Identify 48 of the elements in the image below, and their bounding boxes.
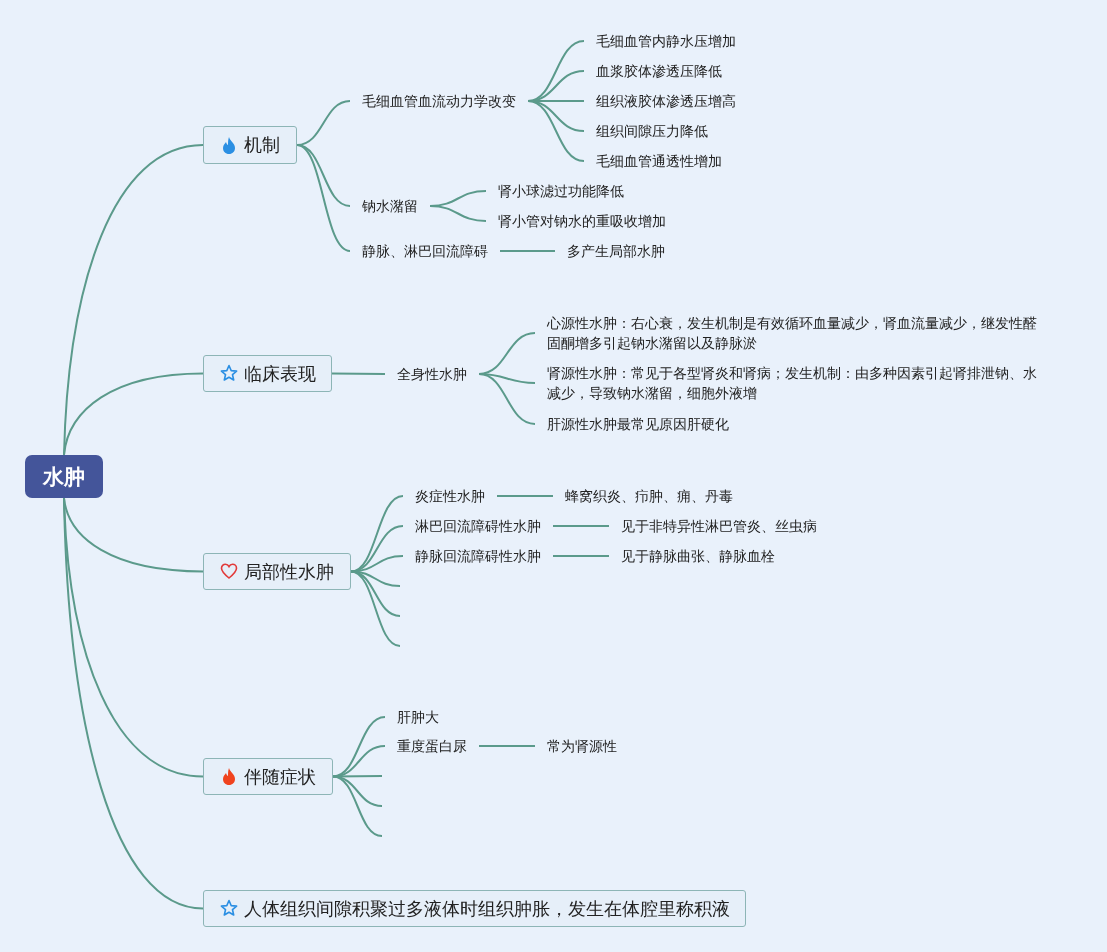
branch-line — [332, 775, 383, 837]
branch-text: 炎症性水肿 — [415, 487, 485, 506]
branch-text: 肝源性水肿最常见原因肝硬化 — [547, 415, 729, 434]
branch-line — [478, 745, 536, 747]
branch-text: 心源性水肿：右心衰，发生机制是有效循环血量减少，肾血流量减少，继发性醛固酮增多引起钠水潴留以及静脉淤 — [547, 314, 1038, 353]
branch-line — [527, 100, 585, 162]
branch-text: 毛细血管血流动力学改变 — [362, 92, 516, 111]
topic-box — [203, 890, 746, 927]
branch-line — [429, 205, 487, 222]
topic-text: 局部性水肿 — [244, 559, 334, 584]
branch-text: 重度蛋白尿 — [397, 737, 467, 756]
branch-text: 静脉回流障碍性水肿 — [415, 547, 541, 566]
root-topic-box — [25, 455, 103, 498]
branch-text: 淋巴回流障碍性水肿 — [415, 517, 541, 536]
topic-box — [203, 758, 333, 795]
branch-line — [478, 373, 536, 425]
branch-text: 肝肿大 — [397, 708, 439, 727]
branch-text: 肾小管对钠水的重吸收增加 — [498, 212, 666, 231]
branch-text: 肾源性水肿：常见于各型肾炎和肾病；发生机制：由多种因素引起肾排泄钠、水减少，导致钠水潴留，细胞外液增 — [547, 364, 1038, 403]
branch-text: 见于静脉曲张、静脉血栓 — [621, 547, 775, 566]
branch-text: 毛细血管内静水压增加 — [596, 32, 736, 51]
topic-box — [203, 126, 297, 164]
branch-text: 常为肾源性 — [547, 737, 617, 756]
branch-text: 多产生局部水肿 — [567, 242, 665, 261]
branch-line — [552, 525, 610, 527]
topic-box — [203, 355, 332, 392]
topic-text: 伴随症状 — [244, 764, 316, 789]
topic-text: 机制 — [244, 133, 280, 157]
branch-line — [499, 250, 556, 252]
branch-text: 全身性水肿 — [397, 365, 467, 384]
branch-text: 静脉、淋巴回流障碍 — [362, 242, 488, 261]
branch-line — [331, 372, 386, 375]
branch-text: 组织液胶体渗透压增高 — [596, 92, 736, 111]
branch-text: 钠水潴留 — [362, 197, 418, 216]
branch-text: 组织间隙压力降低 — [596, 122, 708, 141]
branch-text: 血浆胶体渗透压降低 — [596, 62, 722, 81]
branch-text: 见于非特异性淋巴管炎、丝虫病 — [621, 517, 817, 536]
branch-text: 蜂窝织炎、疖肿、痈、丹毒 — [565, 487, 733, 506]
topic-text: 临床表现 — [244, 361, 316, 386]
branch-line — [296, 144, 351, 252]
root-topic-text: 水肿 — [43, 463, 85, 491]
branch-text: 肾小球滤过功能降低 — [498, 182, 624, 201]
branch-line — [63, 372, 204, 456]
topic-text: 人体组织间隙积聚过多液体时组织肿胀，发生在体腔里称积液 — [244, 896, 730, 921]
branch-text: 毛细血管通透性增加 — [596, 152, 722, 171]
branch-line — [496, 495, 554, 497]
branch-line — [552, 555, 610, 557]
topic-box — [203, 553, 351, 590]
